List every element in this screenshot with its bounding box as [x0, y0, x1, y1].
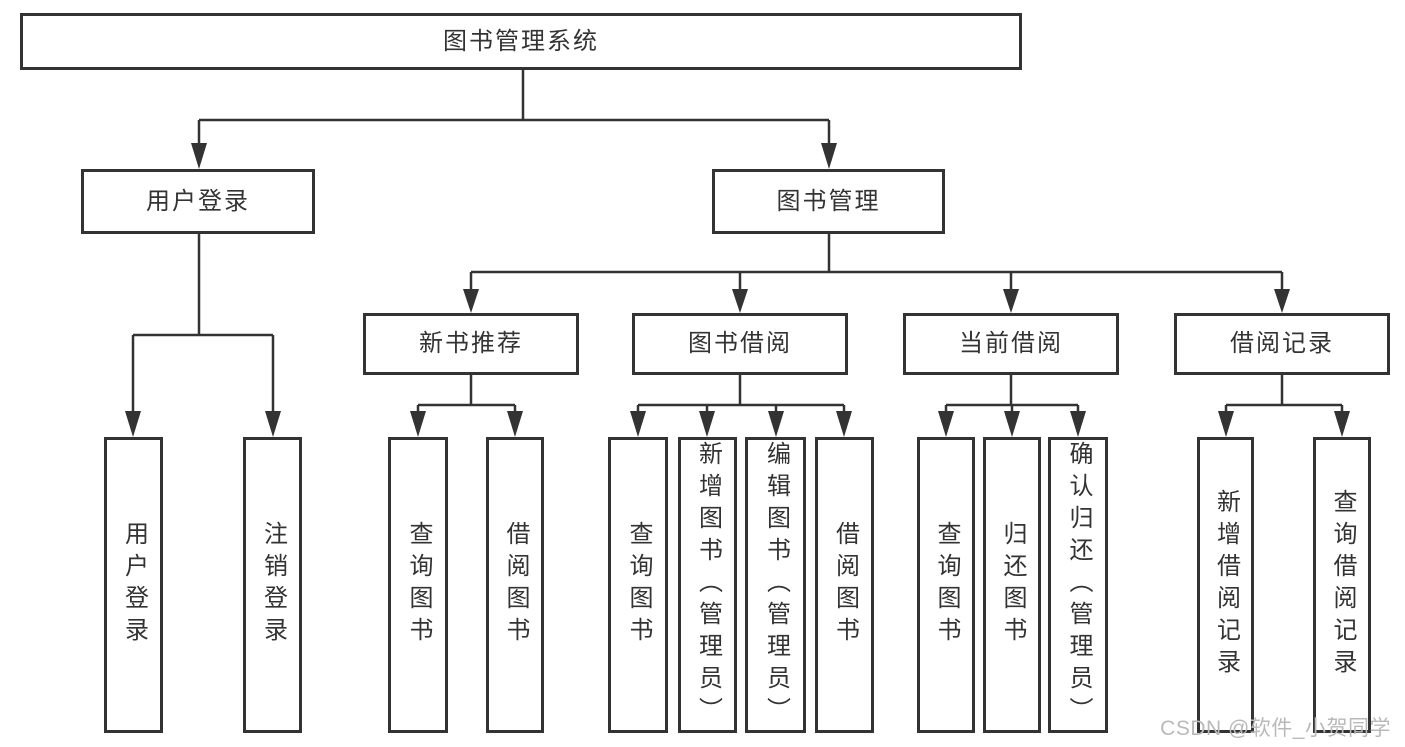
connector-user-login-branch	[125, 234, 281, 437]
node-borrow-record: 借阅记录	[1174, 313, 1390, 375]
csdn-watermark: CSDN @软件_小贺同学	[1160, 717, 1391, 740]
leaf-edit-books-admin: 编辑图书（管理员）	[745, 437, 806, 733]
leaf-query-books-1: 查询图书	[388, 437, 448, 733]
leaf-query-borrow-record: 查询借阅记录	[1313, 437, 1371, 733]
connector-book-management-branch	[463, 234, 1290, 313]
leaf-query-books-3: 查询图书	[917, 437, 975, 733]
leaf-borrow-books-2: 借阅图书	[815, 437, 874, 733]
connector-book-borrow-branch	[630, 375, 852, 437]
node-book-management: 图书管理	[712, 169, 945, 234]
leaf-add-borrow-record: 新增借阅记录	[1197, 437, 1254, 733]
connector-borrow-record-branch	[1218, 375, 1350, 437]
leaf-user-login: 用户登录	[104, 437, 163, 733]
node-root: 图书管理系统	[20, 13, 1022, 70]
node-new-book-recommend: 新书推荐	[363, 313, 579, 375]
connector-new-book-branch	[410, 375, 523, 437]
leaf-confirm-return-admin: 确认归还（管理员）	[1048, 437, 1108, 733]
leaf-query-books-2: 查询图书	[608, 437, 668, 733]
leaf-return-books: 归还图书	[983, 437, 1041, 733]
leaf-logout: 注销登录	[243, 437, 302, 733]
connector-current-borrow-branch	[938, 375, 1086, 437]
connector-root-to-level2	[191, 70, 837, 169]
node-user-login: 用户登录	[81, 169, 315, 234]
leaf-add-books-admin: 新增图书（管理员）	[678, 437, 737, 733]
node-current-borrow: 当前借阅	[903, 313, 1119, 375]
leaf-borrow-books-1: 借阅图书	[486, 437, 544, 733]
node-book-borrow: 图书借阅	[632, 313, 848, 375]
